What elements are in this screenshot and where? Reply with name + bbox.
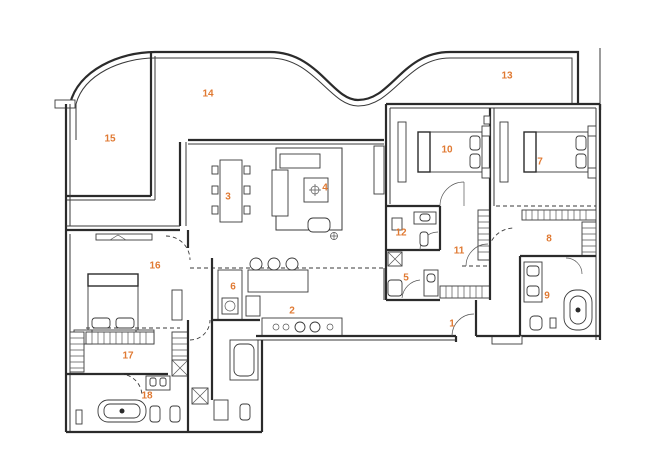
room-label-13: 13 bbox=[501, 71, 513, 82]
room-label-11: 11 bbox=[454, 246, 465, 257]
planter-15 bbox=[64, 52, 156, 230]
room-label-14: 14 bbox=[202, 89, 214, 100]
room-label-5: 5 bbox=[403, 273, 409, 284]
bathroom-18 bbox=[66, 359, 262, 434]
room-label-1: 1 bbox=[449, 319, 455, 330]
room-label-17: 17 bbox=[122, 351, 134, 362]
wardrobe-8 bbox=[487, 209, 597, 257]
living-walls bbox=[66, 138, 384, 241]
room-label-16: 16 bbox=[149, 261, 161, 272]
bed-10 bbox=[373, 115, 491, 195]
bed-7 bbox=[499, 121, 597, 183]
bathroom-2nd bbox=[186, 319, 264, 432]
entrance bbox=[451, 300, 523, 345]
dining-table bbox=[211, 159, 251, 223]
room-label-12: 12 bbox=[395, 228, 407, 239]
bathroom-5 bbox=[386, 269, 440, 302]
room-label-10: 10 bbox=[441, 145, 453, 156]
room-label-6: 6 bbox=[230, 282, 236, 293]
bathroom-12 bbox=[386, 206, 442, 267]
terrace-outline bbox=[54, 48, 602, 110]
bathroom-9 bbox=[518, 254, 600, 338]
room-label-18: 18 bbox=[141, 391, 153, 402]
living-sofa-set bbox=[271, 147, 343, 240]
room-label-3: 3 bbox=[225, 192, 231, 203]
kitchen bbox=[190, 257, 456, 341]
room-label-2: 2 bbox=[289, 306, 295, 317]
room-label-4: 4 bbox=[322, 183, 328, 194]
room-label-15: 15 bbox=[104, 134, 116, 145]
room-label-9: 9 bbox=[544, 291, 550, 302]
room-label-8: 8 bbox=[546, 234, 552, 245]
wardrobe-11 bbox=[439, 206, 492, 300]
room-label-7: 7 bbox=[537, 157, 543, 168]
room-labels: 1 2 3 4 5 6 7 8 9 10 11 12 13 14 15 16 1… bbox=[104, 71, 552, 402]
bedrooms-walls bbox=[384, 102, 602, 340]
